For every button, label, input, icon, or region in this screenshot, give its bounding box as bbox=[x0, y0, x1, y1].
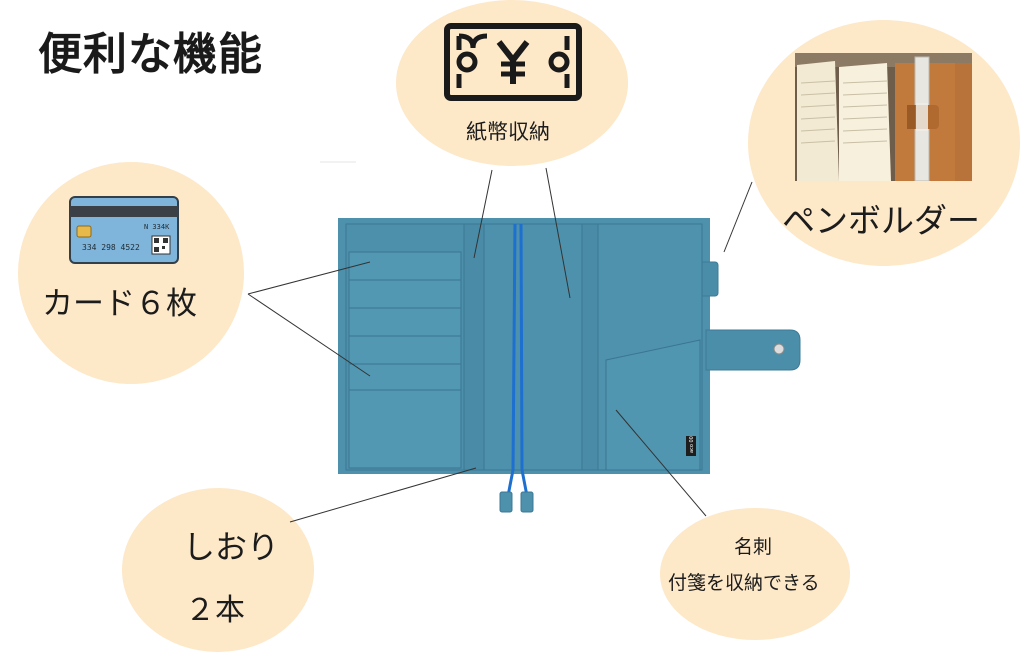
card-code-text: N 334K bbox=[144, 223, 170, 231]
card-number-text: 334 298 4522 bbox=[82, 243, 140, 252]
credit-card-icon: 334 298 4522 N 334K bbox=[69, 196, 179, 264]
feature-label-cards: カード６枚 bbox=[42, 286, 197, 322]
page-title: 便利な機能 bbox=[38, 29, 263, 80]
feature-label-bills: 紙幣収納 bbox=[466, 120, 550, 144]
pen-holder-photo bbox=[795, 53, 972, 181]
feature-label-namecard-line2: 付箋を収納できる bbox=[668, 572, 820, 594]
feature-label-bookmark-line2: ２本 bbox=[185, 593, 245, 628]
brand-tag-text: aco 00 bbox=[689, 436, 695, 453]
feature-label-pen: ペンボルダー bbox=[782, 201, 980, 240]
feature-label-bookmark-line1: しおり bbox=[183, 528, 280, 566]
yen-banknote-icon bbox=[444, 23, 582, 101]
feature-label-namecard-line1: 名刺 bbox=[734, 536, 773, 558]
feature-bubble-bookmark bbox=[122, 488, 314, 652]
feature-bubble-namecard bbox=[660, 508, 850, 640]
